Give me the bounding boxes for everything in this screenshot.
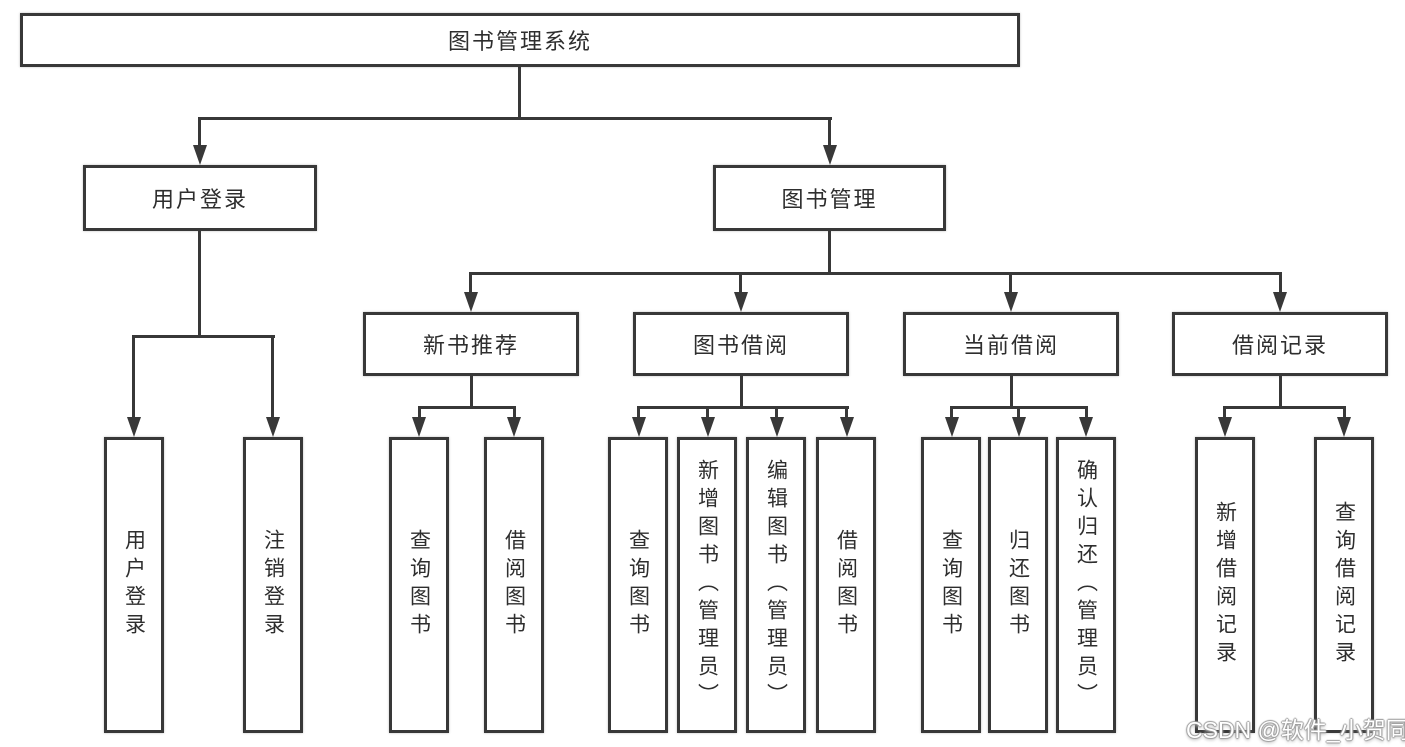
leaf-borrow-books: 借阅图书 <box>816 437 876 733</box>
connector-line <box>469 272 472 292</box>
connector-line <box>1085 406 1088 417</box>
connector-line <box>775 406 778 417</box>
arrow-down-icon <box>1079 417 1093 437</box>
connector-line <box>1279 272 1282 292</box>
leaf-add-books-admin: 新增图书（管理员） <box>677 437 737 733</box>
leaf-borrow-books-recommend: 借阅图书 <box>484 437 544 733</box>
connector-line <box>1223 406 1346 409</box>
leaf-logout: 注销登录 <box>243 437 303 733</box>
node-book-borrowing: 图书借阅 <box>633 312 849 376</box>
arrow-down-icon <box>1273 292 1287 312</box>
connector-line <box>845 406 848 417</box>
node-book-management: 图书管理 <box>713 165 946 231</box>
arrow-down-icon <box>840 417 854 437</box>
arrow-down-icon <box>1004 292 1018 312</box>
connector-line <box>418 406 516 409</box>
connector-line <box>637 406 849 409</box>
connector-line <box>739 272 742 292</box>
connector-line <box>740 376 743 406</box>
connector-line <box>198 117 832 120</box>
connector-line <box>1017 406 1020 417</box>
node-library-system: 图书管理系统 <box>20 13 1020 67</box>
leaf-query-books-recommend: 查询图书 <box>389 437 449 733</box>
connector-line <box>1279 376 1282 406</box>
arrow-down-icon <box>945 417 959 437</box>
leaf-edit-books-admin: 编辑图书（管理员） <box>746 437 806 733</box>
connector-line <box>418 406 421 417</box>
node-new-book-recommendation: 新书推荐 <box>363 312 579 376</box>
node-current-borrowing: 当前借阅 <box>903 312 1119 376</box>
arrow-down-icon <box>701 417 715 437</box>
arrow-down-icon <box>823 145 837 165</box>
connector-line <box>950 406 953 417</box>
arrow-down-icon <box>507 417 521 437</box>
arrow-down-icon <box>632 417 646 437</box>
connector-line <box>706 406 709 417</box>
arrow-down-icon <box>412 417 426 437</box>
arrow-down-icon <box>1337 417 1351 437</box>
arrow-down-icon <box>770 417 784 437</box>
arrow-down-icon <box>193 145 207 165</box>
connector-line <box>828 231 831 272</box>
arrow-down-icon <box>127 417 141 437</box>
arrow-down-icon <box>266 417 280 437</box>
connector-line <box>132 335 275 338</box>
node-borrowing-records: 借阅记录 <box>1172 312 1388 376</box>
leaf-user-login: 用户登录 <box>104 437 164 733</box>
leaf-add-borrow-record: 新增借阅记录 <box>1195 437 1255 733</box>
leaf-query-borrow-record: 查询借阅记录 <box>1314 437 1374 733</box>
arrow-down-icon <box>734 292 748 312</box>
arrow-down-icon <box>464 292 478 312</box>
leaf-query-books-borrow: 查询图书 <box>608 437 668 733</box>
connector-line <box>132 335 135 417</box>
connector-line <box>513 406 516 417</box>
connector-line <box>518 67 521 117</box>
csdn-watermark: CSDN @软件_小贺同学 <box>1186 717 1405 743</box>
arrow-down-icon <box>1218 417 1232 437</box>
connector-line <box>1343 406 1346 417</box>
connector-line <box>1009 272 1012 292</box>
connector-line <box>198 231 201 335</box>
arrow-down-icon <box>1012 417 1026 437</box>
connector-line <box>1223 406 1226 417</box>
connector-line <box>470 376 473 406</box>
connector-line <box>469 272 1282 275</box>
connector-line <box>271 335 274 417</box>
connector-line <box>1010 376 1013 406</box>
leaf-confirm-return-admin: 确认归还（管理员） <box>1056 437 1116 733</box>
connector-line <box>637 406 640 417</box>
leaf-return-books: 归还图书 <box>988 437 1048 733</box>
node-user-login: 用户登录 <box>83 165 317 231</box>
connector-line <box>198 117 201 145</box>
connector-line <box>828 117 831 145</box>
leaf-query-books-current: 查询图书 <box>921 437 981 733</box>
